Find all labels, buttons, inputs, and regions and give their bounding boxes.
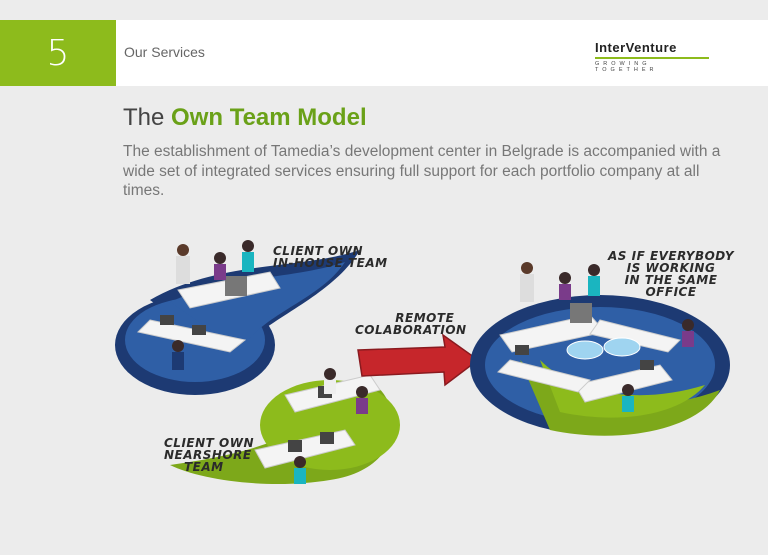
same-office-island [470,262,730,436]
title-highlight: Own Team Model [171,104,367,131]
company-logo: InterVenture GROWING TOGETHER [595,40,715,73]
title-prefix: The [123,104,172,131]
label-inhouse-team: CLIENT OWN IN-HOUSE TEAM [273,244,388,270]
description-paragraph: The establishment of Tamedia’s developme… [123,143,721,199]
label-nearshore-team: CLIENT OWN NEARSHORE TEAM [164,436,255,474]
section-title: Our Services [124,44,205,60]
logo-tagline: GROWING TOGETHER [595,61,658,73]
nearshore-team-island [170,368,400,485]
logo-name: InterVenture [595,40,677,55]
remote-collaboration-arrow [357,333,480,387]
label-same-office: AS IF EVERYBODY IS WORKING IN THE SAME O… [608,249,735,299]
section-number-badge: 5 [0,20,116,86]
header-bar [0,20,768,86]
logo-underline [595,57,709,59]
section-number: 5 [46,32,70,74]
label-remote-collaboration: REMOTE COLABORATION [355,311,467,337]
inhouse-team-island [115,240,360,395]
page-title: The Own Team Model [123,104,367,132]
